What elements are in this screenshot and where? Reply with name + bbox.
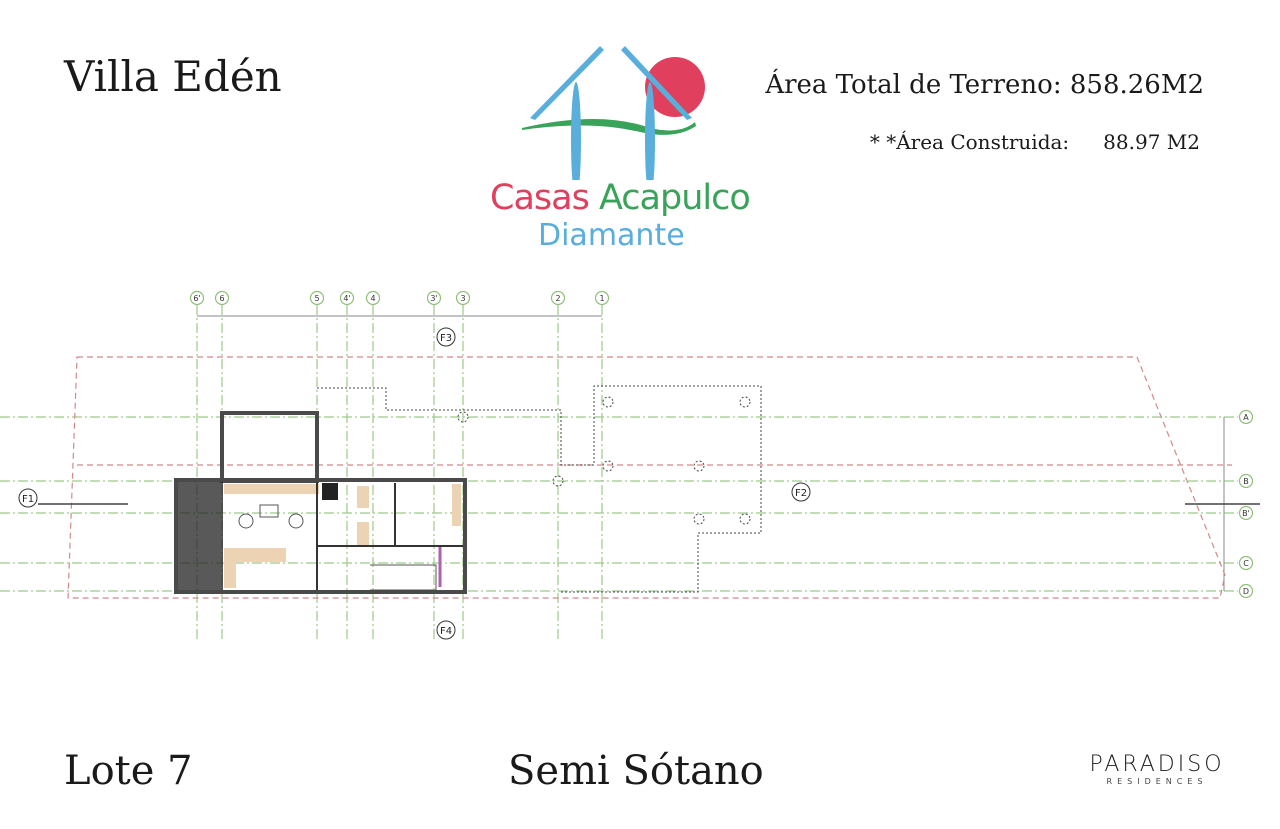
total-area-value: 858.26M2 bbox=[1069, 70, 1204, 100]
grid-bubble: A bbox=[1238, 409, 1254, 425]
casas-acapulco-logo: Casas Acapulco Diamante bbox=[480, 40, 760, 255]
upper-level-outline bbox=[317, 385, 762, 593]
lot-number: Lote 7 bbox=[64, 748, 193, 794]
floor-plan: F1 F2 F3 F4 6' 6 5 4' 4 3' 3 2 1 A B B' … bbox=[0, 290, 1260, 640]
svg-text:F3: F3 bbox=[440, 333, 452, 344]
grid-bubble: 3 bbox=[455, 290, 471, 306]
svg-text:5: 5 bbox=[314, 294, 319, 303]
total-area: Área Total de Terreno: 858.26M2 bbox=[765, 70, 1204, 100]
svg-text:4: 4 bbox=[370, 294, 375, 303]
svg-text:3: 3 bbox=[460, 294, 465, 303]
svg-text:1: 1 bbox=[599, 294, 604, 303]
grid-bubble: 4' bbox=[339, 290, 355, 306]
svg-text:B': B' bbox=[1242, 509, 1250, 518]
paradiso-logo-main: PARADISO bbox=[1089, 752, 1225, 777]
svg-text:2: 2 bbox=[555, 294, 560, 303]
section-mark-f2[interactable]: F2 bbox=[791, 482, 811, 502]
grid-bubble: 5 bbox=[309, 290, 325, 306]
section-mark-f1[interactable]: F1 bbox=[18, 488, 38, 508]
property-boundary bbox=[67, 356, 1226, 599]
total-area-label: Área Total de Terreno: bbox=[765, 70, 1062, 100]
svg-text:6: 6 bbox=[219, 294, 224, 303]
logo-text-casas: Casas bbox=[490, 178, 590, 218]
grid-bubble: 1 bbox=[594, 290, 610, 306]
svg-text:F4: F4 bbox=[440, 626, 452, 637]
logo-text-diamante: Diamante bbox=[538, 218, 685, 253]
grid-column-bubbles: 6' 6 5 4' 4 3' 3 2 1 bbox=[189, 290, 610, 306]
project-title: Villa Edén bbox=[64, 52, 282, 101]
section-mark-f4[interactable]: F4 bbox=[436, 620, 456, 640]
logo-text-acapulco: Acapulco bbox=[598, 178, 751, 218]
grid-bubble: 2 bbox=[550, 290, 566, 306]
grid-bubble: D bbox=[1238, 583, 1254, 599]
svg-text:B: B bbox=[1243, 477, 1249, 486]
grid-bubble: 6 bbox=[214, 290, 230, 306]
grid-bubble: 6' bbox=[189, 290, 205, 306]
built-area-label: * *Área Construida: bbox=[869, 130, 1070, 154]
grid-bubble: C bbox=[1238, 555, 1254, 571]
svg-text:D: D bbox=[1243, 587, 1249, 596]
svg-text:4': 4' bbox=[343, 294, 350, 303]
built-area: * *Área Construida: 88.97 M2 bbox=[870, 130, 1200, 154]
svg-text:A: A bbox=[1243, 413, 1249, 422]
semi-basement-building bbox=[174, 411, 467, 594]
grid-bubble: B bbox=[1238, 473, 1254, 489]
svg-text:3': 3' bbox=[430, 294, 437, 303]
grid-bubble: 3' bbox=[426, 290, 442, 306]
section-mark-f3[interactable]: F3 bbox=[436, 327, 456, 347]
svg-text:F2: F2 bbox=[795, 488, 807, 499]
svg-text:6': 6' bbox=[193, 294, 200, 303]
svg-text:C: C bbox=[1243, 559, 1249, 568]
grid-bubble: B' bbox=[1238, 505, 1254, 521]
grid-row-bubbles: A B B' C D bbox=[1238, 409, 1254, 599]
built-area-value: 88.97 M2 bbox=[1103, 130, 1200, 154]
house-sun-icon bbox=[522, 46, 705, 198]
paradiso-logo-sub: RESIDENCES bbox=[1106, 777, 1208, 786]
grid-bubble: 4 bbox=[365, 290, 381, 306]
green-wall-planter bbox=[178, 481, 223, 591]
paradiso-residences-logo: PARADISO RESIDENCES bbox=[1082, 752, 1232, 786]
svg-text:F1: F1 bbox=[22, 494, 34, 505]
floor-level: Semi Sótano bbox=[508, 748, 764, 794]
